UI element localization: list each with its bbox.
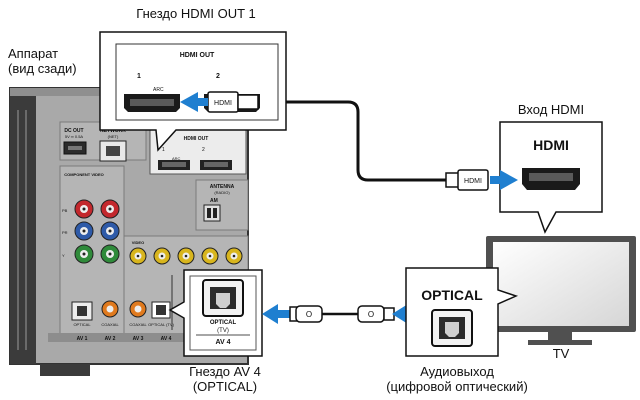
dc-out-port: DC OUT 5V ═ 0.5A [63,128,87,155]
callout-tv-optical: OPTICAL [405,267,519,357]
rear-panel-edge [10,96,36,364]
network-label: NETWORK [100,128,126,134]
audio-out-label: Аудиовыход (цифровой оптический) [362,364,552,394]
unit-label-line2: (вид сзади) [8,61,77,76]
callout-hdmi-port-2: 2 [216,73,220,80]
dc-out-sub-label: 5V ═ 0.5A [65,134,84,139]
rca-jack-yellow-2 [153,247,171,265]
panel-hdmi-arc-label: ARC [172,156,181,161]
rca-jack-yellow-1 [129,247,147,265]
receiver-foot [40,364,90,376]
av2-label: AV 2 [105,336,116,342]
callout-tv-hdmi: HDMI [499,121,603,234]
unit-label: Аппарат (вид сзади) [8,46,77,76]
tv [486,236,636,345]
rca-jack-red-2 [100,199,120,219]
arrow-from-tv-optical [392,304,408,324]
arrow-to-tv-hdmi [490,170,518,190]
dc-out-label: DC OUT [64,128,83,134]
panel-hdmi-2-label: 2 [202,147,205,153]
hdmi-plug-tv: HDMI [445,169,489,191]
av4-jack-label: Гнездо AV 4 (OPTICAL) [160,364,290,394]
av4-jack-label-line2: (OPTICAL) [192,379,258,394]
y-label: Y [62,253,65,258]
optical-plug-tv: O [357,305,395,323]
arrow-to-av4 [262,304,290,324]
optical-plug-receiver: O [289,305,323,323]
callout-hdmi-arc: ARC [153,87,164,93]
rca-jack-green-2 [100,244,120,264]
component-video-section: COMPONENT VIDEO PB PR Y [62,172,104,258]
antenna-sub-label: (RADIO) [214,190,230,195]
av4-label: AV 4 [161,336,172,342]
av4-jack-label-line1: Гнездо AV 4 [189,364,261,379]
audio-out-label-line1: Аудиовыход [420,364,494,379]
hdmi-cable [258,100,446,182]
rca-jack-blue-1 [74,221,94,241]
coaxial-av3-label: COAXIAL [129,322,147,327]
audio-out-label-line2: (цифровой оптический) [386,379,528,394]
optical-jack-av1: OPTICAL [71,301,93,327]
optical-jack-av4-panel: OPTICAL (TV) [148,301,175,327]
rca-jack-red-1 [74,199,94,219]
callout-tv-optical-label: OPTICAL [421,287,483,303]
callout-hdmi-port-1: 1 [137,73,141,80]
rca-jack-yellow-3 [177,247,195,265]
tv-label: TV [552,346,570,361]
rca-jack-yellow-4 [201,247,219,265]
coaxial-av2-label: COAXIAL [101,322,119,327]
am-label: AM [210,198,218,204]
video-label: VIDEO [132,240,144,245]
panel-hdmi-1-label: 1 [162,147,165,153]
coaxial-jack-av2: COAXIAL [101,300,119,327]
av3-label: AV 3 [133,336,144,342]
av1-label: AV 1 [77,336,88,342]
optical-plug-tv-label: O [368,310,374,319]
network-sub-label: (NET) [108,134,119,139]
pb-label: PB [62,208,68,213]
callout-av4-optical-label: OPTICAL [210,320,237,326]
arrow-to-hdmi-out [180,92,208,112]
hdmi-input-label: Вход HDMI [517,102,585,117]
callout-av4-tv-label: (TV) [217,328,229,334]
callout-av4-name: AV 4 [215,339,230,346]
coaxial-jack-av3: COAXIAL [129,300,147,327]
rca-jack-yellow-5 [225,247,243,265]
optical-av1-label: OPTICAL [73,322,91,327]
optical-tv-av4-label: OPTICAL (TV) [148,322,175,327]
panel-hdmi-out-label: HDMI OUT [184,136,209,142]
network-port: NETWORK (NET) [99,128,127,162]
antenna-section: ANTENNA (RADIO) AM [203,184,235,222]
rca-jack-green-1 [74,244,94,264]
component-video-label: COMPONENT VIDEO [64,172,104,177]
hdmi-out-jack-label: Гнездо HDMI OUT 1 [136,6,256,21]
hdmi-plug-receiver: HDMI [207,91,259,113]
unit-label-line1: Аппарат [8,46,59,61]
callout-av4-optical: OPTICAL (TV) AV 4 [168,269,263,357]
callout-tv-hdmi-label: HDMI [533,137,569,153]
optical-plug-receiver-label: O [306,310,312,319]
antenna-label: ANTENNA [210,184,235,190]
rca-jack-blue-2 [100,221,120,241]
callout-hdmi-out-title: HDMI OUT [180,52,215,59]
hdmi-plug-tv-label: HDMI [464,178,482,185]
pr-label: PR [62,230,68,235]
hdmi-plug-receiver-label: HDMI [214,100,232,107]
